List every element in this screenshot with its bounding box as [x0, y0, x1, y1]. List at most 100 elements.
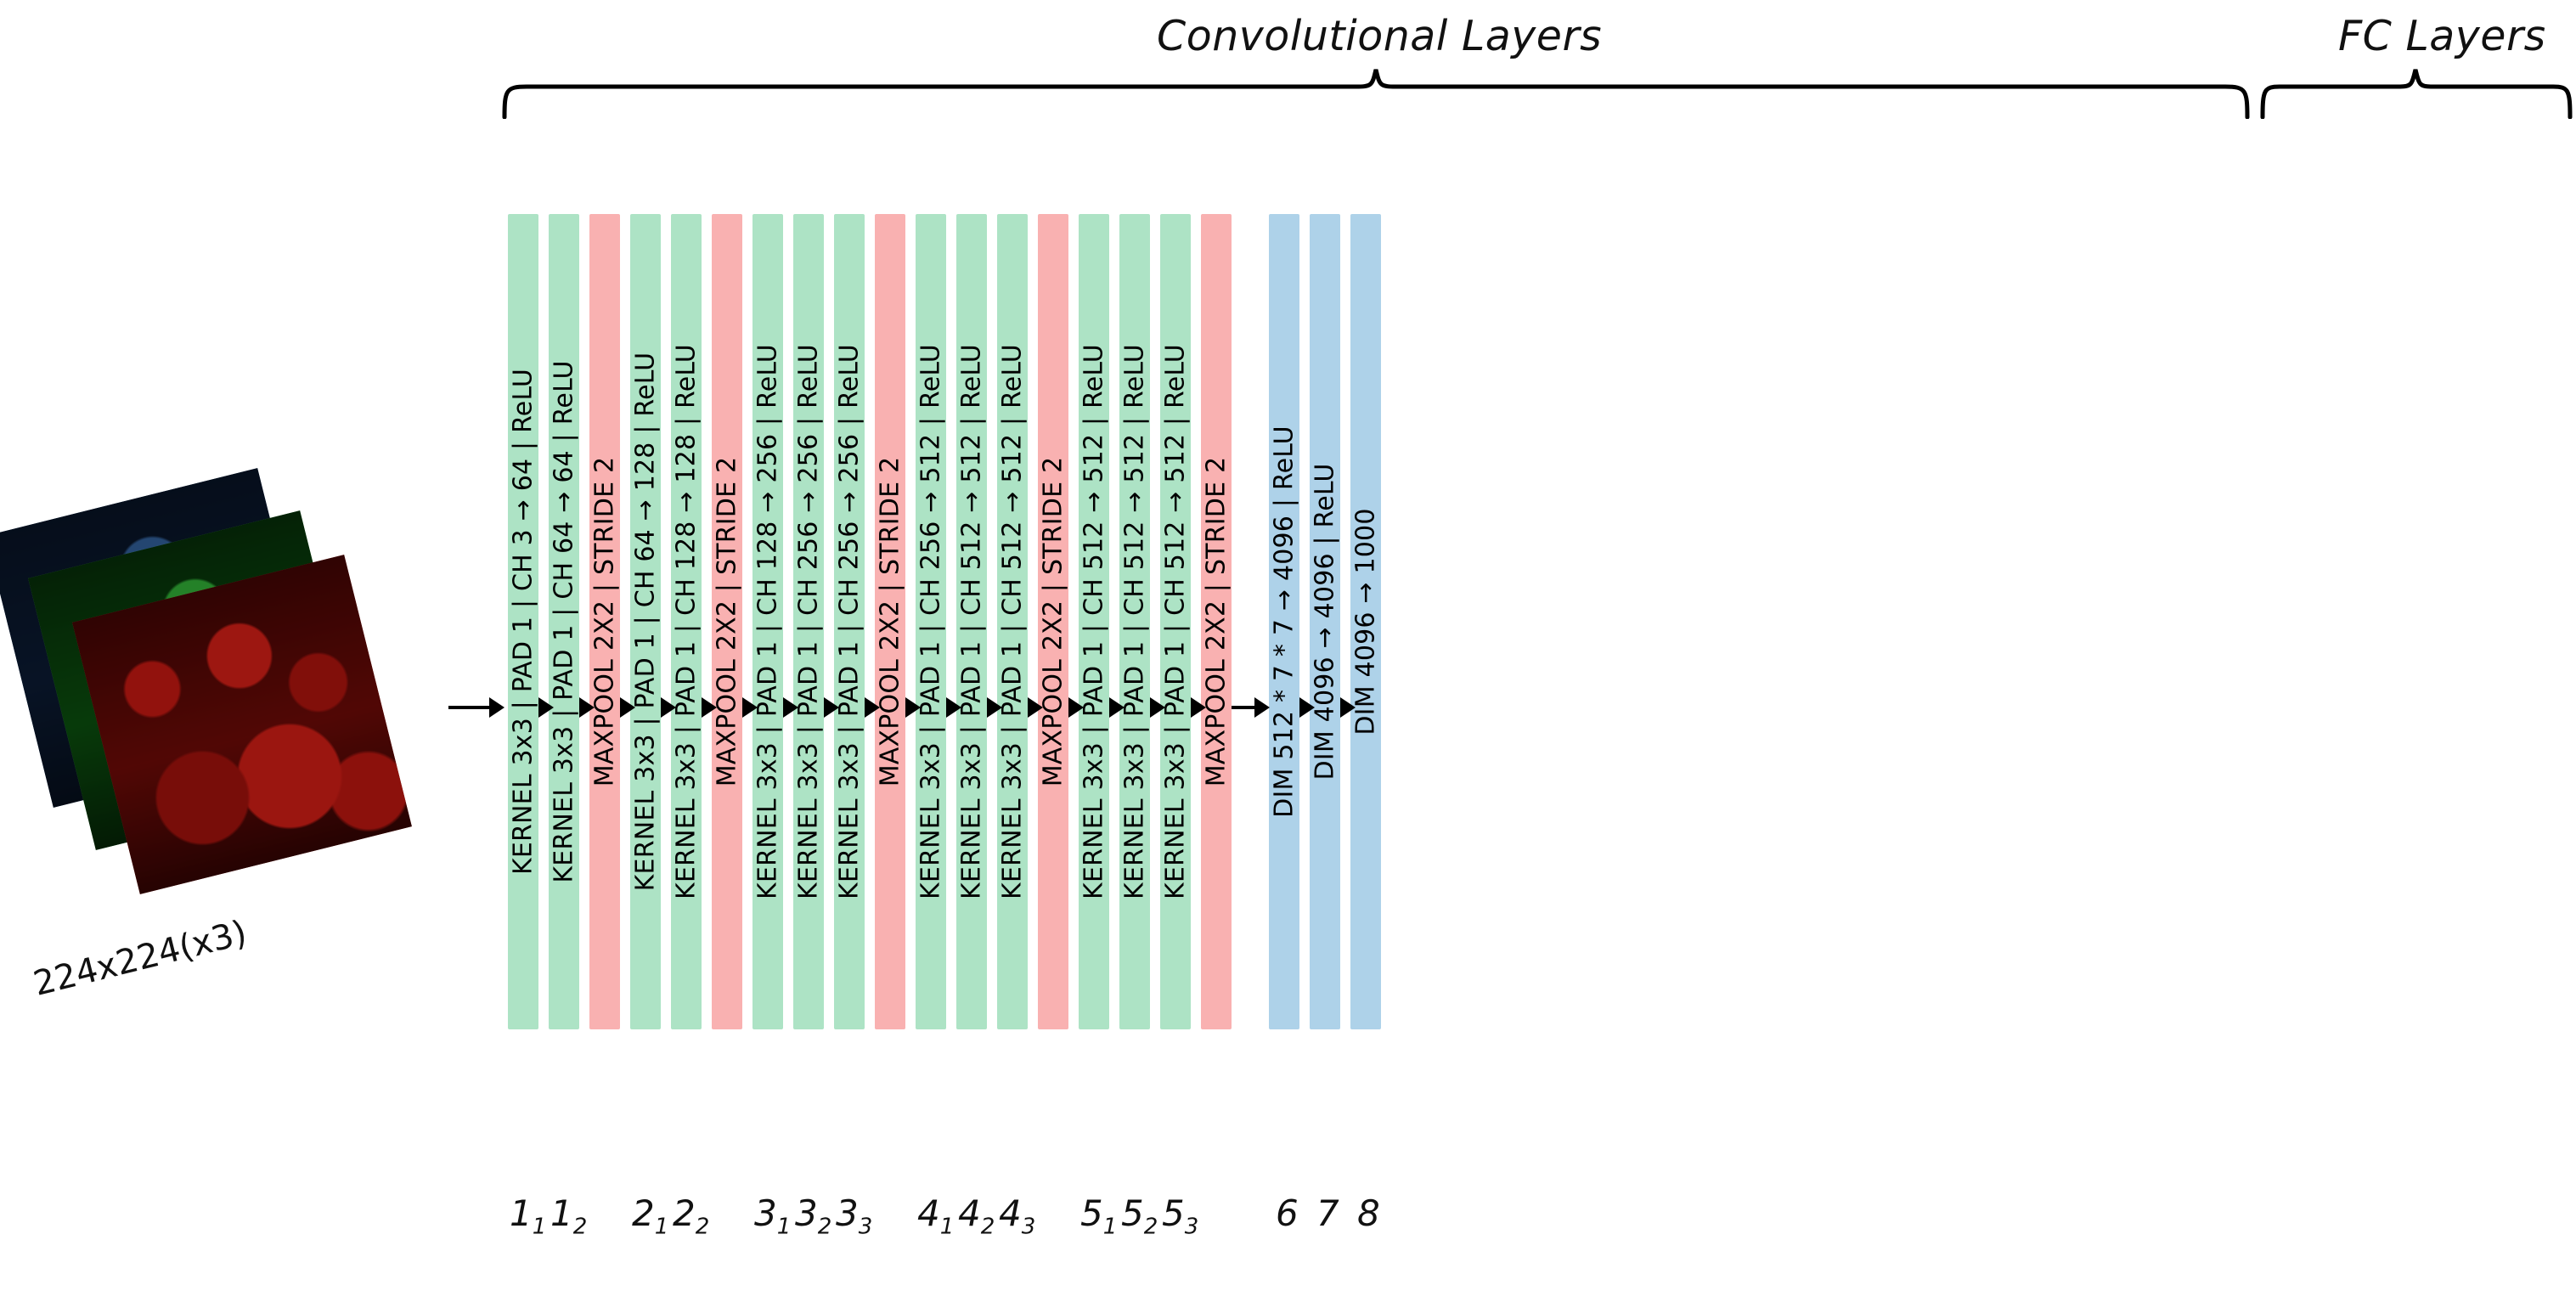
layer-bar-fc-19[interactable]: DIM 512 * 7 * 7 → 4096 | ReLU	[1269, 214, 1299, 1029]
layer-bar-label: KERNEL 3x3 | PAD 1 | CH 512 → 512 | ReLU	[997, 344, 1028, 899]
flow-arrow	[1068, 697, 1084, 718]
layer-index-label: 33	[836, 1192, 872, 1239]
layer-bar-label: KERNEL 3x3 | PAD 1 | CH 512 → 512 | ReLU	[956, 344, 987, 899]
layer-index-sub: 2	[1143, 1214, 1158, 1240]
convolutional-layers-title: Convolutional Layers	[1157, 12, 1603, 60]
flow-arrow	[702, 697, 717, 718]
layer-index-main: 5	[1162, 1192, 1185, 1234]
layer-bar-conv-12[interactable]: KERNEL 3x3 | PAD 1 | CH 512 → 512 | ReLU	[956, 214, 987, 1029]
layer-bar-label: KERNEL 3x3 | PAD 1 | CH 512 → 512 | ReLU	[1160, 344, 1191, 899]
layer-bar-label: KERNEL 3x3 | PAD 1 | CH 64 → 64 | ReLU	[549, 360, 579, 883]
layer-bar-label: DIM 4096 → 4096 | ReLU	[1310, 463, 1340, 781]
input-image-stack: 224x224(x3)	[0, 467, 450, 1004]
layer-bar-label: KERNEL 3x3 | PAD 1 | CH 3 → 64 | ReLU	[508, 368, 538, 876]
layer-bar-conv-2[interactable]: KERNEL 3x3 | PAD 1 | CH 64 → 64 | ReLU	[549, 214, 579, 1029]
flow-arrow	[987, 697, 1002, 718]
layer-index-label: 32	[795, 1192, 831, 1239]
layer-index-main: 4	[958, 1192, 981, 1234]
layer-index-sub: 1	[776, 1214, 792, 1240]
flow-arrow	[538, 697, 554, 718]
layer-index-main: 4	[999, 1192, 1022, 1234]
layer-index-sub: 2	[572, 1214, 588, 1240]
layer-index-main: 5	[1080, 1192, 1103, 1234]
layer-bar-conv-13[interactable]: KERNEL 3x3 | PAD 1 | CH 512 → 512 | ReLU	[997, 214, 1028, 1029]
layer-bar-label: DIM 512 * 7 * 7 → 4096 | ReLU	[1269, 426, 1299, 818]
flow-arrow	[1028, 697, 1043, 718]
layer-bar-conv-8[interactable]: KERNEL 3x3 | PAD 1 | CH 256 → 256 | ReLU	[793, 214, 824, 1029]
layer-bar-label: MAXPOOL 2X2 | STRIDE 2	[1038, 456, 1068, 787]
layer-bar-conv-5[interactable]: KERNEL 3x3 | PAD 1 | CH 128 → 128 | ReLU	[671, 214, 702, 1029]
layer-index-main: 4	[917, 1192, 940, 1234]
layer-bar-label: MAXPOOL 2X2 | STRIDE 2	[589, 456, 620, 787]
convolutional-layers-brace	[502, 69, 2250, 119]
layer-bar-label: KERNEL 3x3 | PAD 1 | CH 512 → 512 | ReLU	[1079, 344, 1109, 899]
layer-bar-pool-14[interactable]: MAXPOOL 2X2 | STRIDE 2	[1038, 214, 1068, 1029]
layer-index-label: 7	[1316, 1192, 1339, 1234]
layer-index-main: 3	[795, 1192, 818, 1234]
layer-bar-conv-4[interactable]: KERNEL 3x3 | PAD 1 | CH 64 → 128 | ReLU	[630, 214, 661, 1029]
layer-bar-pool-18[interactable]: MAXPOOL 2X2 | STRIDE 2	[1201, 214, 1232, 1029]
layer-index-main: 1	[550, 1192, 573, 1234]
layer-bar-conv-1[interactable]: KERNEL 3x3 | PAD 1 | CH 3 → 64 | ReLU	[508, 214, 538, 1029]
layer-bar-label: MAXPOOL 2X2 | STRIDE 2	[875, 456, 905, 787]
layer-index-label: 42	[958, 1192, 995, 1239]
layer-index-label: 8	[1357, 1192, 1380, 1234]
layer-index-label: 51	[1080, 1192, 1117, 1239]
layer-bar-pool-6[interactable]: MAXPOOL 2X2 | STRIDE 2	[712, 214, 742, 1029]
layer-index-label: 31	[754, 1192, 791, 1239]
flow-arrow	[1340, 697, 1356, 718]
layer-bar-conv-9[interactable]: KERNEL 3x3 | PAD 1 | CH 256 → 256 | ReLU	[834, 214, 865, 1029]
flow-arrow	[1299, 697, 1315, 718]
flow-arrow	[824, 697, 839, 718]
layer-bar-pool-3[interactable]: MAXPOOL 2X2 | STRIDE 2	[589, 214, 620, 1029]
layer-index-sub: 1	[654, 1214, 669, 1240]
layer-index-main: 7	[1316, 1192, 1339, 1234]
flow-arrow	[1232, 697, 1270, 718]
layer-index-main: 5	[1121, 1192, 1144, 1234]
layer-bar-pool-10[interactable]: MAXPOOL 2X2 | STRIDE 2	[875, 214, 905, 1029]
layer-bar-fc-21[interactable]: DIM 4096 → 1000	[1350, 214, 1381, 1029]
layer-bar-label: KERNEL 3x3 | PAD 1 | CH 128 → 128 | ReLU	[671, 344, 702, 899]
layer-bar-label: MAXPOOL 2X2 | STRIDE 2	[712, 456, 742, 787]
fc-layers-title: FC Layers	[2338, 12, 2546, 60]
flow-arrow	[905, 697, 921, 718]
flow-arrow	[620, 697, 635, 718]
layer-bar-conv-16[interactable]: KERNEL 3x3 | PAD 1 | CH 512 → 512 | ReLU	[1119, 214, 1150, 1029]
layer-bar-label: KERNEL 3x3 | PAD 1 | CH 512 → 512 | ReLU	[1119, 344, 1150, 899]
layer-index-main: 8	[1357, 1192, 1380, 1234]
layer-bar-label: MAXPOOL 2X2 | STRIDE 2	[1201, 456, 1232, 787]
flow-arrow	[946, 697, 961, 718]
layer-index-label: 12	[550, 1192, 587, 1239]
layer-index-label: 11	[510, 1192, 546, 1239]
layer-bar-label: KERNEL 3x3 | PAD 1 | CH 256 → 256 | ReLU	[793, 344, 824, 899]
layer-bar-conv-17[interactable]: KERNEL 3x3 | PAD 1 | CH 512 → 512 | ReLU	[1160, 214, 1191, 1029]
layer-index-main: 1	[510, 1192, 533, 1234]
layer-bar-conv-11[interactable]: KERNEL 3x3 | PAD 1 | CH 256 → 512 | ReLU	[916, 214, 946, 1029]
layer-bar-label: KERNEL 3x3 | PAD 1 | CH 64 → 128 | ReLU	[630, 352, 661, 892]
layer-index-main: 3	[836, 1192, 859, 1234]
layer-index-sub: 3	[1021, 1214, 1036, 1240]
layer-index-label: 22	[673, 1192, 709, 1239]
layer-bar-conv-15[interactable]: KERNEL 3x3 | PAD 1 | CH 512 → 512 | ReLU	[1079, 214, 1109, 1029]
layer-bar-label: KERNEL 3x3 | PAD 1 | CH 128 → 256 | ReLU	[753, 344, 783, 899]
input-arrow	[448, 697, 504, 718]
layer-index-main: 2	[673, 1192, 696, 1234]
flow-arrow	[865, 697, 880, 718]
flow-arrow	[1191, 697, 1206, 718]
layer-index-sub: 1	[1102, 1214, 1118, 1240]
flow-arrow	[1150, 697, 1165, 718]
layer-bar-conv-7[interactable]: KERNEL 3x3 | PAD 1 | CH 128 → 256 | ReLU	[753, 214, 783, 1029]
layer-index-label: 41	[917, 1192, 954, 1239]
flow-arrow	[1109, 697, 1125, 718]
layer-index-main: 3	[754, 1192, 777, 1234]
layer-index-sub: 2	[980, 1214, 995, 1240]
layer-index-main: 2	[632, 1192, 655, 1234]
layer-index-sub: 2	[695, 1214, 710, 1240]
layer-bar-fc-20[interactable]: DIM 4096 → 4096 | ReLU	[1310, 214, 1340, 1029]
layer-index-sub: 3	[1184, 1214, 1199, 1240]
fc-layers-brace	[2260, 69, 2573, 119]
layer-index-sub: 2	[817, 1214, 832, 1240]
layer-index-label: 21	[632, 1192, 668, 1239]
layer-bar-label: KERNEL 3x3 | PAD 1 | CH 256 → 256 | ReLU	[834, 344, 865, 899]
